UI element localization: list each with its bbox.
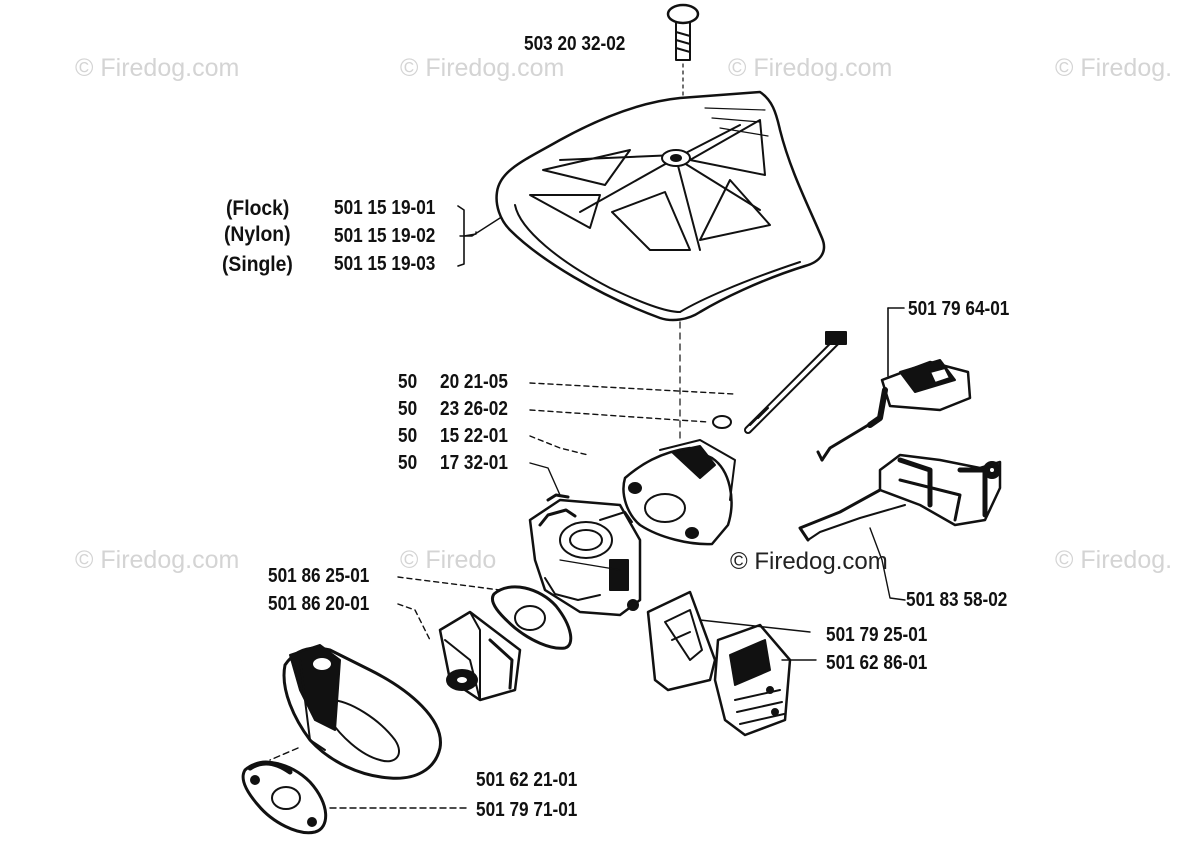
filter-element-part bbox=[713, 623, 792, 737]
air-filter-part bbox=[495, 90, 826, 322]
part-number-label: 17 32-01 bbox=[440, 452, 508, 474]
variant-label: (Flock) bbox=[226, 197, 290, 220]
base-plate-part bbox=[282, 644, 442, 780]
watermark: © Firedog. bbox=[1055, 546, 1173, 574]
part-number-label: 501 79 25-01 bbox=[826, 624, 928, 646]
adapter-part bbox=[438, 610, 522, 702]
part-number-label: 501 79 71-01 bbox=[476, 799, 578, 821]
watermark: © Firedog.com bbox=[75, 546, 240, 574]
part-number-label: 50 bbox=[398, 398, 418, 420]
part-number-label: 23 26-02 bbox=[440, 398, 508, 420]
variant-label: (Nylon) bbox=[224, 223, 291, 246]
gasket-part bbox=[491, 585, 573, 650]
watermark: © Firedog.com bbox=[75, 54, 240, 82]
part-number-label: 501 79 64-01 bbox=[908, 298, 1010, 320]
variant-label: (Single) bbox=[222, 253, 293, 276]
watermark: © Firedog.com bbox=[730, 548, 888, 575]
bottom-gasket-part bbox=[241, 760, 328, 835]
carburetor-part bbox=[528, 493, 642, 617]
choke-lever-part bbox=[816, 307, 972, 462]
part-number-label: 501 86 20-01 bbox=[268, 593, 370, 615]
part-number-label: 501 83 58-02 bbox=[906, 589, 1008, 611]
part-number-label: 20 21-05 bbox=[440, 371, 508, 393]
watermark: © Firedog.com bbox=[728, 54, 893, 82]
part-number-label: 501 62 86-01 bbox=[826, 652, 928, 674]
watermark: © Firedo bbox=[400, 546, 497, 574]
intake-elbow-part bbox=[622, 439, 736, 546]
part-number-label: 15 22-01 bbox=[440, 425, 508, 447]
shield-plate-part bbox=[646, 590, 717, 692]
part-number-label: 501 15 19-01 bbox=[334, 197, 436, 219]
part-number-label: 50 bbox=[398, 371, 418, 393]
part-number-label: 501 15 19-02 bbox=[334, 225, 436, 247]
part-number-label: 501 86 25-01 bbox=[268, 565, 370, 587]
part-number-label: 50 bbox=[398, 452, 418, 474]
part-number-label: 501 62 21-01 bbox=[476, 769, 578, 791]
watermark: © Firedog. bbox=[1055, 54, 1173, 82]
throttle-linkage-part bbox=[798, 453, 1002, 542]
rod-part bbox=[744, 331, 847, 434]
part-number-label: 503 20 32-02 bbox=[524, 33, 626, 55]
screw-part bbox=[666, 3, 700, 61]
watermark: © Firedog.com bbox=[400, 54, 565, 82]
part-number-label: 501 15 19-03 bbox=[334, 253, 436, 275]
part-number-label: 50 bbox=[398, 425, 418, 447]
